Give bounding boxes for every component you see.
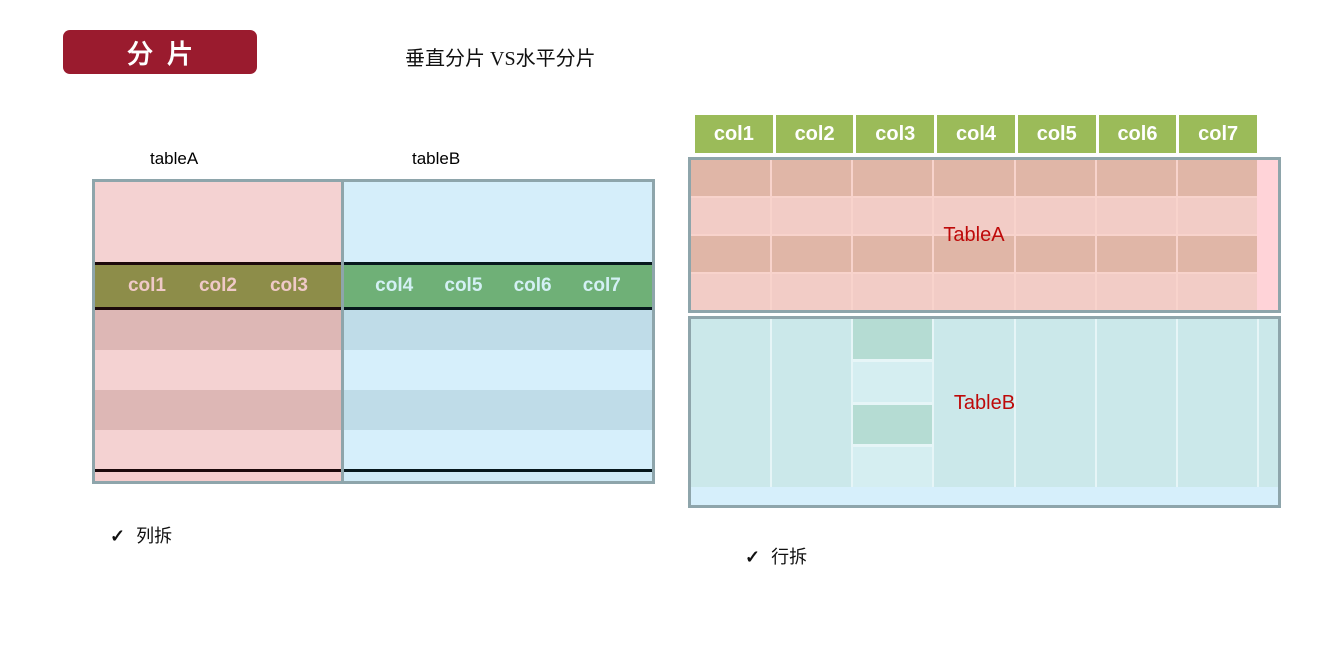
column-header-label: col6 [513,275,552,296]
table-a-cell [1177,198,1257,234]
table-a-cell [1015,160,1095,196]
table-b-row-cell [853,361,933,402]
column-header-label: col4 [375,275,414,296]
caption-text: 列拆 [136,526,173,546]
table-a-cell [934,274,1014,310]
table-a-cell [691,160,771,196]
table-row [95,430,341,469]
table-b-column [1015,319,1095,487]
table-b-row-cell [853,447,933,487]
column-header-label: col5 [444,275,483,296]
table-row [344,310,652,350]
table-b-column [934,319,1014,487]
column-header-cell: col6 [1098,115,1177,153]
table-a-cell [691,236,771,272]
table-b-column [1177,319,1257,487]
table-b-column [772,319,852,487]
table-b-highlight-column [853,319,933,487]
checkmark-icon: ✓ [745,547,761,567]
column-header-label: col2 [198,275,237,296]
table-a-cell [853,160,933,196]
table-b-column-header: col4 col5 col6 col7 [344,265,652,307]
divider-line [344,307,652,310]
table-a-partition: col1 col2 col3 [95,182,341,481]
table-a-cell [853,198,933,234]
column-header-cell: col4 [937,115,1015,153]
table-a-cell [934,160,1014,196]
column-header-label: col3 [269,275,308,296]
table-a-caption: tableA [150,149,199,168]
vertical-sharding-table: col1 col2 col3 col4 col5 col6 col7 [92,179,655,484]
table-a-cell [772,236,852,272]
divider-line [344,469,652,472]
table-b-caption: tableB [412,149,461,168]
table-a-cell [1096,236,1176,272]
table-b-top-band [344,182,652,262]
table-a-cell [1096,274,1176,310]
table-a-cell [934,198,1014,234]
divider-line [95,307,341,310]
table-a-cell [772,160,852,196]
table-b-column [1096,319,1176,487]
caption-text: 行拆 [771,547,808,567]
divider-line [344,262,652,265]
table-a-cell [1177,160,1257,196]
divider-line [95,469,341,472]
table-b-bottom-strip [691,487,1278,505]
table-b-row-cell [853,319,933,359]
table-b-column [691,319,771,487]
column-header-cell: col5 [1017,115,1096,153]
table-row [344,390,652,430]
table-a-top-band [95,182,341,262]
column-split-caption: ✓ 列拆 [110,522,172,548]
partition-divider [341,182,344,481]
table-a-cell [1177,236,1257,272]
table-a-column-header: col1 col2 col3 [95,265,341,307]
table-row [95,390,341,430]
table-row [95,350,341,390]
table-row [344,430,652,469]
column-header-cell: col7 [1179,115,1258,153]
table-bottom-strip [95,472,341,481]
table-b-columns: TableB [691,319,1278,487]
table-a-cell [1096,160,1176,196]
table-a-cell [772,198,852,234]
column-header-label: col1 [127,275,166,296]
table-row [344,350,652,390]
column-header-cell: col3 [856,115,935,153]
page-title: 垂直分片 VS水平分片 [405,48,596,70]
table-a-grid: TableA [691,160,1257,310]
table-a-edge-strip [1257,160,1278,310]
table-bottom-strip [344,472,652,481]
table-b-shard-box: TableB [688,316,1281,508]
column-header-cell: col2 [775,115,854,153]
table-a-cell [1015,198,1095,234]
column-header-cell: col1 [695,115,773,153]
table-a-cell [691,198,771,234]
table-a-cell [1015,236,1095,272]
column-header-label: col7 [582,275,621,296]
table-a-cell [934,236,1014,272]
divider-line [95,262,341,265]
table-b-row-cell [853,404,933,445]
checkmark-icon: ✓ [110,526,126,546]
row-split-caption: ✓ 行拆 [745,543,807,569]
table-a-cell [853,236,933,272]
table-a-cell [772,274,852,310]
table-a-cell [1096,198,1176,234]
table-b-edge-column [1259,319,1278,487]
sharding-badge: 分片 [63,30,257,74]
table-a-shard-box: TableA [688,157,1281,313]
table-a-cell [691,274,771,310]
table-b-partition: col4 col5 col6 col7 [344,182,652,481]
table-a-cell [1177,274,1257,310]
table-a-cell [1015,274,1095,310]
table-a-cell [853,274,933,310]
table-row [95,310,341,350]
